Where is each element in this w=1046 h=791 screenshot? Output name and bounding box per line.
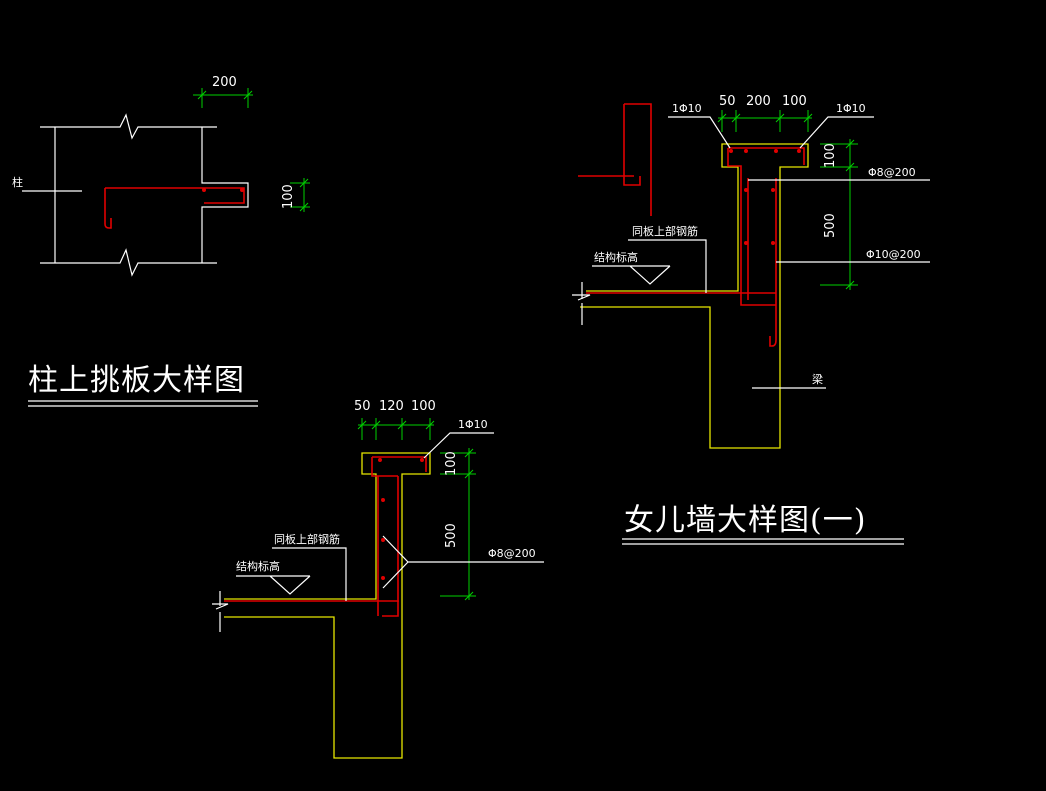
dim-top-row (717, 110, 813, 132)
rebar-dot (240, 188, 244, 192)
dim-100-vertical: 100 (823, 143, 838, 168)
stirrup-label: Φ8@200 (488, 547, 536, 560)
rebar-dot (378, 458, 382, 462)
dim-120-text: 120 (379, 399, 404, 414)
level-note: 结构标高 (236, 559, 280, 573)
detail1-title: 柱上挑板大样图 (28, 363, 245, 398)
slab-rebar (224, 600, 399, 617)
break-mark (572, 282, 591, 325)
wall-rebar (727, 147, 805, 347)
dim-100-text: 100 (411, 399, 436, 414)
vertical-label: Φ10@200 (866, 248, 921, 261)
rebar-dot (744, 188, 748, 192)
rebar-dot (420, 458, 424, 462)
wall-rebar (371, 456, 427, 616)
column-outline (40, 113, 249, 277)
rebar-dot (381, 498, 385, 502)
break-mark (212, 591, 229, 632)
dim-100-vertical: 100 (444, 451, 459, 476)
same-slab-note: 同板上部钢筋 (274, 532, 340, 546)
bar-right-label: 1Φ10 (836, 102, 866, 115)
bar-leader-left (668, 116, 731, 149)
bar-leader-right (799, 116, 874, 149)
rebar-dot (381, 538, 385, 542)
hook-detail (578, 103, 652, 216)
same-slab-leader (272, 547, 347, 601)
dim-side-100 (290, 178, 310, 212)
dim-500-vertical: 500 (444, 523, 459, 548)
rebar-dot (771, 241, 775, 245)
dim-500-vertical: 500 (823, 213, 838, 238)
dim-200-text: 200 (746, 94, 771, 109)
rebar-dot (744, 149, 748, 153)
dim-top-200 (193, 88, 253, 108)
dim-right-col (440, 448, 476, 601)
column-label: 柱 (12, 175, 23, 189)
detail-parapet-2: 50 120 100 1Φ10 100 500 Φ8@200 同板上部钢筋 结构… (212, 399, 544, 759)
stirrup-label: Φ8@200 (868, 166, 916, 179)
dim-right-col (820, 139, 858, 290)
bar-left-label: 1Φ10 (672, 102, 702, 115)
rebar-dot (202, 188, 206, 192)
level-marker (592, 265, 671, 285)
rebar-dot (771, 188, 775, 192)
dim-top-row (357, 418, 435, 440)
rebar-cantilever (104, 187, 245, 229)
rebar-dot (774, 149, 778, 153)
dim-200-text: 200 (212, 75, 237, 90)
dim-100-text: 100 (782, 94, 807, 109)
level-note: 结构标高 (594, 250, 638, 264)
dim-50-text: 50 (719, 94, 736, 109)
rebar-dot (729, 149, 733, 153)
detail-parapet-1: 50 200 100 1Φ10 1Φ10 100 500 Φ8@200 Φ10@… (572, 94, 930, 545)
beam-label: 梁 (812, 372, 823, 386)
detail-column-cantilever: 柱 200 100 柱上挑板大样图 (12, 75, 310, 407)
detail2-title: 女儿墙大样图(一) (624, 503, 866, 538)
rebar-dot (381, 576, 385, 580)
level-marker (236, 575, 311, 595)
bar-leader-right (423, 432, 494, 459)
stirrup-leader (382, 535, 544, 589)
same-slab-leader (628, 239, 707, 293)
parapet-outline (580, 143, 809, 449)
rebar-dot (744, 241, 748, 245)
parapet-outline (224, 452, 431, 759)
bar-right-label: 1Φ10 (458, 418, 488, 431)
rebar-dot (797, 149, 801, 153)
dim-50-text: 50 (354, 399, 371, 414)
dim-100-text: 100 (281, 184, 296, 209)
same-slab-note: 同板上部钢筋 (632, 224, 698, 238)
